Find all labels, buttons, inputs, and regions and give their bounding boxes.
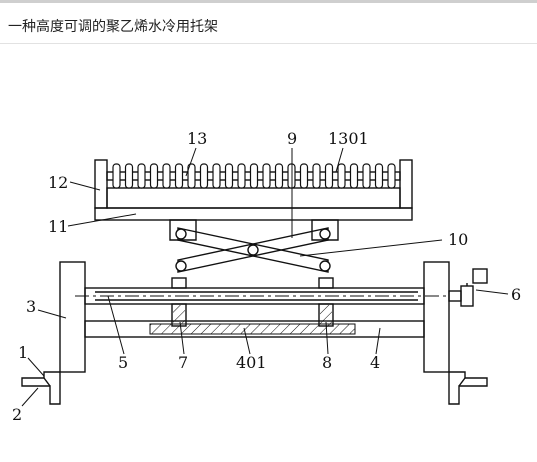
roller-disc [124,163,134,189]
pivot-center [247,244,259,256]
roller-disc [112,163,121,189]
label-2: 2 [12,405,22,424]
left-support-column [59,261,86,373]
label-1: 1 [18,343,28,362]
leader-13 [185,147,197,177]
leader-7 [179,321,185,355]
label-7: 7 [178,353,188,372]
patent-figure: 13 9 1301 12 11 10 3 6 1 5 7 401 8 4 2 [12,129,521,424]
roller-disc [262,163,271,189]
roller-disc [237,163,246,189]
label-401: 401 [236,353,267,372]
label-11: 11 [48,217,68,236]
roller-disc [137,163,146,189]
leader-5 [107,295,125,355]
leader-2 [21,387,39,407]
roller-disc [224,163,234,189]
roller-discs [112,163,396,189]
label-13: 13 [187,129,207,148]
knob-shaft [448,290,462,302]
roller-disc [199,163,209,189]
leader-11 [67,213,137,227]
pivot-lower-right [319,260,331,272]
left-slider-top [171,277,187,289]
roller-disc [249,163,259,189]
right-support-column [423,261,450,373]
roller-disc [312,163,321,189]
tray-right-wall [399,159,413,209]
leader-401 [243,327,251,355]
leader-10 [299,239,443,257]
label-6: 6 [511,285,521,304]
base-beam [84,320,425,338]
upper-right-bracket [311,219,339,241]
roller-disc [187,163,196,189]
pivot-upper-right [319,228,331,240]
label-9: 9 [287,129,297,148]
right-foot-bracket [448,371,488,405]
page-title: 一种高度可调的聚乙烯水冷用托架 [8,19,218,35]
right-foot-inner [458,377,466,387]
upper-left-bracket [169,219,197,241]
roller-disc [374,163,384,189]
label-12: 12 [48,173,68,192]
label-10: 10 [448,230,468,249]
roller-disc [174,163,184,189]
label-1301: 1301 [328,129,369,148]
pivot-upper-left [175,228,187,240]
tray-base [106,187,401,209]
left-foot-bracket [21,371,61,405]
right-slider-hatch [320,305,332,325]
tray-left-wall [94,159,108,209]
roller-disc [299,163,309,189]
label-5: 5 [118,353,128,372]
right-slider-top [318,277,334,289]
leader-1301 [335,147,344,173]
roller-disc [349,163,359,189]
roller-disc [324,163,334,189]
label-4: 4 [370,353,380,372]
roller-disc [162,163,171,189]
roller-disc [212,163,221,189]
roller-disc [387,163,396,189]
roller-disc [337,163,346,189]
leader-4 [375,327,381,355]
pivot-lower-left [175,260,187,272]
roller-disc [274,163,284,189]
leader-3 [37,309,67,319]
leader-1 [27,357,45,377]
leader-12 [69,181,101,191]
base-insert-hatched [149,323,356,335]
knob-handle [472,268,488,284]
roller-disc [362,163,371,189]
leader-8 [325,321,329,355]
leader-6 [475,289,509,295]
label-3: 3 [26,297,36,316]
top-border [0,0,537,3]
support-plate [94,207,413,221]
roller-disc [149,163,159,189]
knob-collar [460,285,474,307]
left-foot-inner [43,377,51,387]
left-slider-hatch [173,305,185,325]
label-8: 8 [322,353,332,372]
title-bar: 一种高度可调的聚乙烯水冷用托架 [0,3,537,44]
